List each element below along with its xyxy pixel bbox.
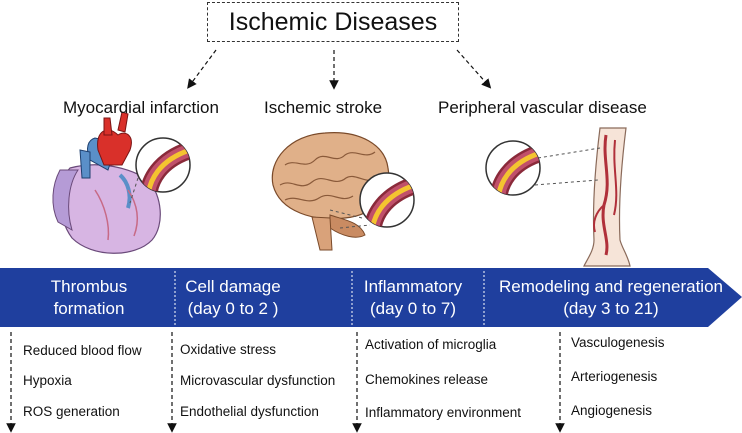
stage-4-item-2: Arteriogenesis xyxy=(571,369,658,384)
disease-label-pvd: Peripheral vascular disease xyxy=(438,98,647,117)
stage-1-label: Thrombus formation xyxy=(14,276,164,320)
stage-4-line2: (day 3 to 21) xyxy=(563,299,659,318)
stage-2-item-1: Oxidative stress xyxy=(180,342,277,357)
stage-4-item-3: Angiogenesis xyxy=(571,403,653,418)
stage-4-item-1: Vasculogenesis xyxy=(571,335,665,350)
stage-1-item-1: Reduced blood flow xyxy=(23,343,142,358)
artery-lens-brain xyxy=(329,172,415,229)
stage-arrows xyxy=(6,332,565,433)
arrow-to-pvd xyxy=(456,49,492,89)
stage-2-label: Cell damage (day 0 to 2 ) xyxy=(168,276,298,320)
arrow-to-myocardial xyxy=(187,49,217,89)
stage-4-label: Remodeling and regeneration (day 3 to 21… xyxy=(488,276,734,320)
stage-1-line1: Thrombus xyxy=(50,277,128,296)
timeline-banner xyxy=(0,268,742,327)
title-arrows xyxy=(187,49,492,90)
disease-label-myocardial: Myocardial infarction xyxy=(63,98,219,117)
stage-dividers xyxy=(174,271,485,325)
stage-2-line1: Cell damage xyxy=(185,277,281,296)
artery-lens-leg xyxy=(485,140,601,196)
disease-label-stroke: Ischemic stroke xyxy=(264,98,383,117)
stage-3-item-2: Chemokines release xyxy=(365,372,489,387)
stage-1-line2: formation xyxy=(53,299,125,318)
stage-3-line2: (day 0 to 7) xyxy=(370,299,456,318)
stage-3-item-3: Inflammatory environment xyxy=(365,405,522,420)
leg-illustration xyxy=(583,127,631,267)
diagram-title: Ischemic Diseases xyxy=(207,2,459,42)
stage-3-item-1: Activation of microglia xyxy=(365,337,497,352)
stage-2-item-2: Microvascular dysfunction xyxy=(180,373,336,388)
artery-lens-heart xyxy=(129,137,191,204)
stage-1-item-3: ROS generation xyxy=(23,404,120,419)
stage-1-item-2: Hypoxia xyxy=(23,373,72,388)
heart-illustration xyxy=(52,111,161,254)
stage-4-line1: Remodeling and regeneration xyxy=(499,277,723,296)
stage-3-label: Inflammatory (day 0 to 7) xyxy=(348,276,478,320)
stage-2-item-3: Endothelial dysfunction xyxy=(180,404,319,419)
stage-3-line1: Inflammatory xyxy=(363,277,463,296)
stage-2-line2: (day 0 to 2 ) xyxy=(187,299,279,318)
